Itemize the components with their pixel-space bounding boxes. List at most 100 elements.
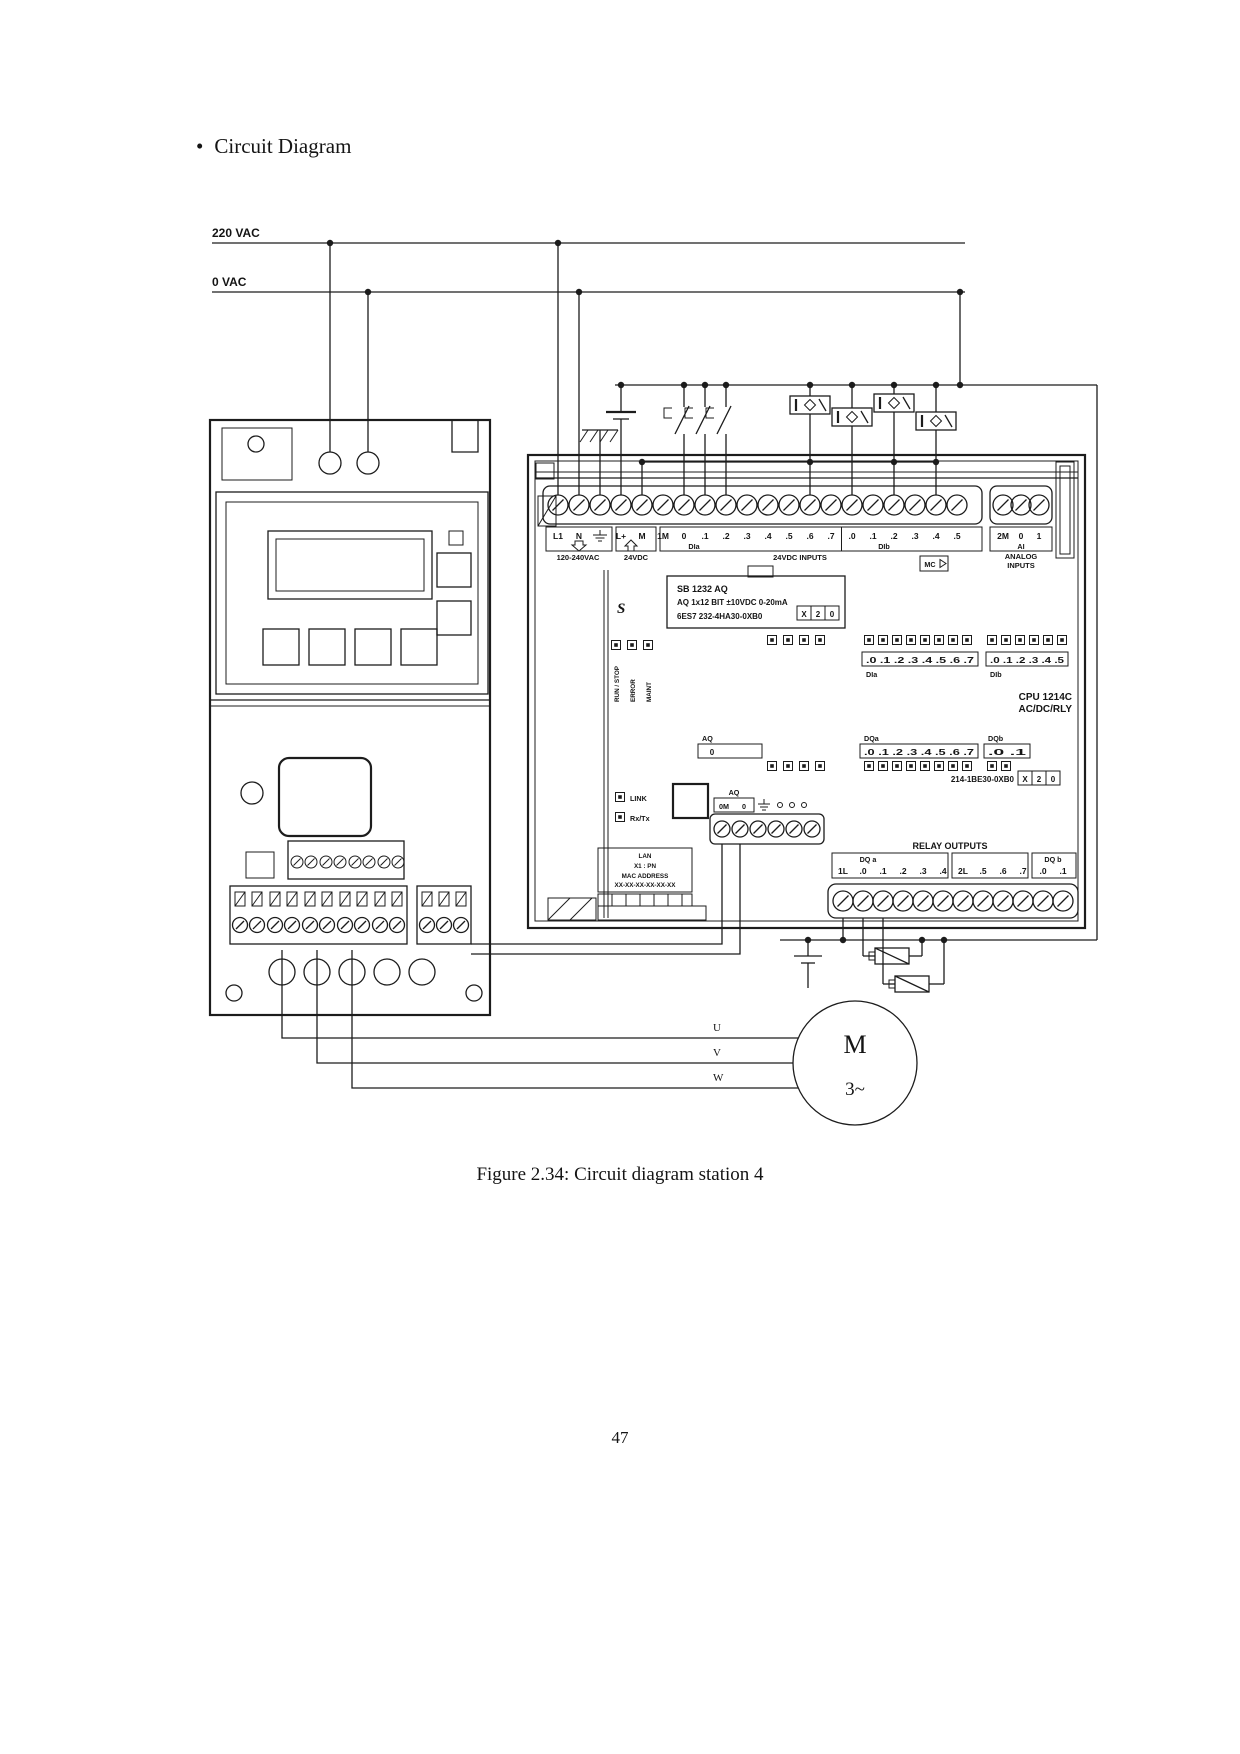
status-leds: RUN / STOP ERROR MAINT — [611, 640, 653, 702]
terminal-label: 1M — [657, 531, 669, 541]
relay-terminal-label: .1 — [879, 866, 886, 876]
memory-card-slot: MC — [919, 555, 949, 572]
dc-supply-symbol — [606, 385, 636, 495]
relay-title: RELAY OUTPUTS — [912, 841, 987, 851]
memory-card-label: MC — [924, 560, 935, 569]
status-label: RUN / STOP — [614, 666, 621, 702]
pushbutton-contacts — [663, 385, 732, 495]
group-label-dia: DIa — [688, 542, 700, 551]
dqa-led-labels: .0 .1 .2 .3 .4 .5 .6 .7 — [864, 748, 975, 757]
vfd-operator-panel — [215, 491, 489, 695]
cpu-name: CPU 1214C — [1019, 692, 1072, 703]
section-heading: • Circuit Diagram — [196, 134, 351, 159]
vfd-button — [436, 552, 472, 588]
aq-label: AQ — [702, 734, 713, 743]
terminal-label: .2 — [890, 531, 897, 541]
port-label: X1 : PN — [634, 863, 656, 870]
relay-terminal-label: .5 — [979, 866, 986, 876]
siemens-logo: S — [617, 601, 625, 617]
vfd-button — [262, 628, 300, 666]
terminal-label: L+ — [616, 531, 626, 541]
motor-phase: 3~ — [845, 1079, 865, 1100]
cable-gland — [373, 958, 401, 986]
arrow-down-icon — [570, 540, 588, 552]
vfd-terminal-strip-b — [229, 885, 408, 945]
terminal-label: L1 — [553, 531, 563, 541]
arrow-up-icon — [623, 539, 639, 552]
terminal-label: 0 — [1019, 531, 1024, 541]
di-led-block: .0 .1 .2 .3 .4 .5 .6 .7 DIa .0 .1 .2 .3 … — [767, 635, 1069, 679]
terminal-label: 1 — [1037, 531, 1042, 541]
signal-board: SB 1232 AQ AQ 1x12 BIT ±10VDC 0-20mA 6ES… — [666, 565, 846, 629]
terminal-label: .3 — [911, 531, 918, 541]
dq-led-block: AQ 0 DQa .0 .1 .2 .3 .4 .5 .6 .7 DQb .0 … — [697, 734, 1031, 771]
dia-label: DIa — [866, 670, 878, 679]
terminal-label: .1 — [701, 531, 708, 541]
vfd-terminal-strip-c — [416, 885, 472, 945]
lan-label: LAN — [639, 853, 652, 860]
terminal-label: .5 — [785, 531, 792, 541]
dib-label: DIb — [990, 670, 1002, 679]
caption-power: 120-240VAC — [557, 553, 600, 562]
terminal-label: 2M — [997, 531, 1009, 541]
motor-symbol: M 3~ — [792, 1000, 918, 1126]
profinet-port — [671, 782, 710, 820]
heading-text: Circuit Diagram — [214, 134, 352, 158]
code-cell: 2 — [816, 610, 821, 619]
solenoid-valve — [862, 918, 926, 965]
terminal-label: .2 — [722, 531, 729, 541]
mac-label: MAC ADDRESS — [622, 873, 669, 880]
di-terminal-strip — [542, 485, 983, 525]
earth-ground-symbol — [579, 429, 619, 495]
cpu-order-number: 214-1BE30-0XB0 — [951, 775, 1015, 784]
vfd-line-terminal — [318, 451, 342, 475]
pe-ground-icon — [593, 530, 607, 542]
aq-block-label: AQ — [729, 788, 740, 797]
ground-icon — [758, 799, 770, 811]
solenoid-valve — [882, 918, 948, 993]
motor-letter: M — [843, 1030, 866, 1059]
relay-terminal-label: .1 — [1059, 866, 1066, 876]
vfd-display — [267, 530, 433, 600]
relay-terminal-label: 1L — [838, 866, 848, 876]
power-rails: 220 VAC 0 VAC — [212, 226, 965, 495]
sb-spec: AQ 1x12 BIT ±10VDC 0-20mA — [677, 598, 788, 607]
rxtx-led-label: Rx/Tx — [630, 814, 650, 823]
bullet-icon: • — [196, 134, 204, 158]
status-label: MAINT — [646, 682, 653, 702]
relay-terminal-label: .6 — [999, 866, 1006, 876]
terminal-label: .5 — [953, 531, 960, 541]
network-block: LINK Rx/Tx LAN X1 : PN MAC ADDRESS XX-XX… — [597, 782, 710, 921]
cpu-type: AC/DC/RLY — [1018, 704, 1072, 715]
vfd-button — [354, 628, 392, 666]
vfd-button — [400, 628, 438, 666]
aq-led-label: 0 — [710, 748, 715, 757]
vfd-terminal-strip-a — [287, 840, 405, 880]
terminal-label: .0 — [848, 531, 855, 541]
dqb-group-label: DQ b — [1044, 855, 1062, 864]
input-circuit — [579, 381, 1098, 940]
phase-label-v: V — [713, 1047, 721, 1059]
cpu-order-block: 214-1BE30-0XB0 X 2 0 — [951, 770, 1061, 786]
relay-terminal-label: .4 — [939, 866, 946, 876]
dqb-led-labels: .0 .1 — [988, 748, 1027, 757]
rail-label-220vac: 220 VAC — [212, 226, 260, 240]
relay-terminal-label: .3 — [919, 866, 926, 876]
vfd-button — [436, 600, 472, 636]
dqb-label: DQb — [988, 734, 1004, 743]
suppressor-capacitor — [794, 936, 822, 988]
vfd-neutral-terminal — [356, 451, 380, 475]
relay-terminal-label: .0 — [859, 866, 866, 876]
terminal-labels: L1 N L+ M 1M 0 .1 .2 .3 .4 .5 .6 — [545, 526, 1053, 570]
vfd-drive — [208, 418, 492, 1017]
terminal-label: .4 — [932, 531, 939, 541]
relay-terminal-label: .0 — [1039, 866, 1046, 876]
mac-value: XX-XX-XX-XX-XX-XX — [615, 882, 677, 889]
caption-ai: ANALOG — [1005, 552, 1038, 561]
link-led-label: LINK — [630, 794, 648, 803]
group-label-ai: AI — [1017, 542, 1024, 551]
aq-terminal-block: AQ 0M 0 — [709, 788, 825, 845]
cable-gland — [408, 958, 436, 986]
caption-dc: 24VDC — [624, 553, 649, 562]
